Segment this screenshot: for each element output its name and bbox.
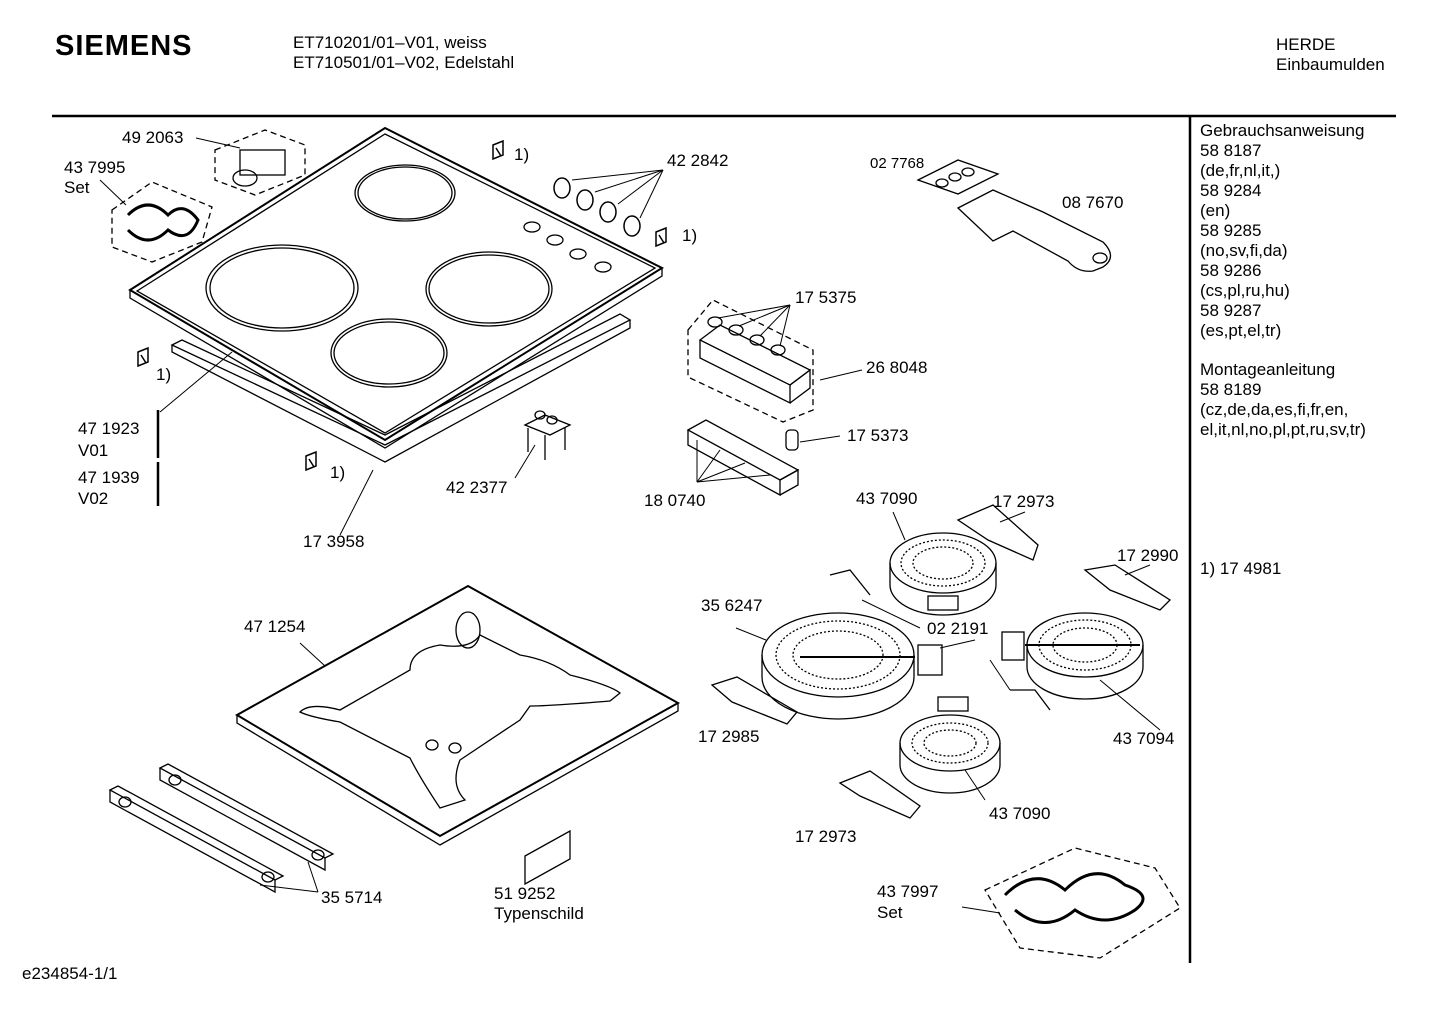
cable-set-top <box>111 181 213 263</box>
heating-element-front <box>899 696 1001 794</box>
part-label: 26 8048 <box>866 358 928 377</box>
part-label: 49 2063 <box>122 128 184 147</box>
part-label: 42 2377 <box>446 478 508 497</box>
sensor-unit <box>214 129 306 196</box>
fuse-part <box>785 429 799 451</box>
part-label: 17 5375 <box>795 288 857 307</box>
element-brackets <box>710 504 1172 819</box>
heating-element-right <box>1001 612 1144 700</box>
part-label: 47 1939 <box>78 468 140 487</box>
footnote-marker: 1) <box>156 365 172 384</box>
part-label: 18 0740 <box>644 491 706 510</box>
part-label: 17 2990 <box>1117 546 1179 565</box>
manual-entry: 58 9284 <box>1200 181 1262 200</box>
part-label: 51 9252 <box>494 884 556 903</box>
part-label: 08 7670 <box>1062 193 1124 212</box>
leader-lines <box>735 511 1161 801</box>
heating-element-left-large <box>761 612 943 720</box>
manual-entry: (cs,pl,ru,hu) <box>1200 281 1290 300</box>
frame-seal <box>170 313 632 463</box>
manual-entry: (es,pt,el,tr) <box>1200 321 1282 340</box>
manual-entry: 58 8187 <box>1200 141 1262 160</box>
part-label: 43 7090 <box>989 804 1051 823</box>
model-line-2: ET710501/01–V02, Edelstahl <box>293 53 515 72</box>
part-label: 42 2842 <box>667 151 729 170</box>
manual-entry: (no,sv,fi,da) <box>1200 241 1288 260</box>
part-label: 43 7995 <box>64 158 126 177</box>
mounting-rails <box>108 763 335 894</box>
manual-title: Gebrauchsanweisung <box>1200 121 1365 140</box>
part-label: 47 1254 <box>244 617 306 636</box>
part-label-note: Typenschild <box>494 904 584 923</box>
base-tray <box>234 584 681 846</box>
part-label-note: V01 <box>78 441 109 460</box>
part-label: 02 7768 <box>870 155 925 172</box>
model-line-1: ET710201/01–V01, weiss <box>293 33 487 52</box>
part-label: 47 1923 <box>78 419 140 438</box>
part-label: 17 2973 <box>795 827 857 846</box>
category-line-1: HERDE <box>1276 35 1336 54</box>
footnote-marker: 1) <box>682 226 698 245</box>
energy-regulator-block <box>687 299 814 423</box>
control-knobs <box>553 177 641 237</box>
clip-parts <box>137 139 667 472</box>
manual-entry: (de,fr,nl,it,) <box>1200 161 1281 180</box>
mount-entry: (cz,de,da,es,fi,fr,en, <box>1200 400 1349 419</box>
cooktop-glass <box>128 126 665 449</box>
part-label: 17 2985 <box>698 727 760 746</box>
holder-bracket <box>523 410 572 460</box>
type-plate <box>524 829 571 886</box>
part-label: 35 5714 <box>321 888 383 907</box>
part-label: 43 7090 <box>856 489 918 508</box>
part-label: 43 7997 <box>877 882 939 901</box>
mount-entry: el,it,nl,no,pl,pt,ru,sv,tr) <box>1200 420 1366 439</box>
part-label: 02 2191 <box>927 619 989 638</box>
footnote-legend: 1) 17 4981 <box>1200 559 1282 578</box>
manual-entry: 58 9286 <box>1200 261 1262 280</box>
brand-logo: SIEMENS <box>55 30 193 62</box>
part-label: 17 2973 <box>993 492 1055 511</box>
footnote-marker: 1) <box>514 145 530 164</box>
terminal-strip <box>686 419 800 497</box>
mount-title: Montageanleitung <box>1200 360 1336 379</box>
cable-set-bottom <box>984 847 1181 959</box>
document-id: e234854-1/1 <box>22 964 118 983</box>
footnote-marker: 1) <box>330 463 346 482</box>
category-line-2: Einbaumulden <box>1276 55 1385 74</box>
part-label: 35 6247 <box>701 596 763 615</box>
part-label: 17 5373 <box>847 426 909 445</box>
part-label-note: V02 <box>78 489 109 508</box>
part-label-note: Set <box>877 903 903 922</box>
part-label-note: Set <box>64 178 90 197</box>
scraper-tool <box>916 159 1112 272</box>
heating-element-rear <box>889 532 997 616</box>
manual-entry: 58 9287 <box>1200 301 1262 320</box>
part-label: 17 3958 <box>303 532 365 551</box>
part-label: 43 7094 <box>1113 729 1175 748</box>
mount-entry: 58 8189 <box>1200 380 1262 399</box>
manual-entry: 58 9285 <box>1200 221 1262 240</box>
manual-entry: (en) <box>1200 201 1231 220</box>
